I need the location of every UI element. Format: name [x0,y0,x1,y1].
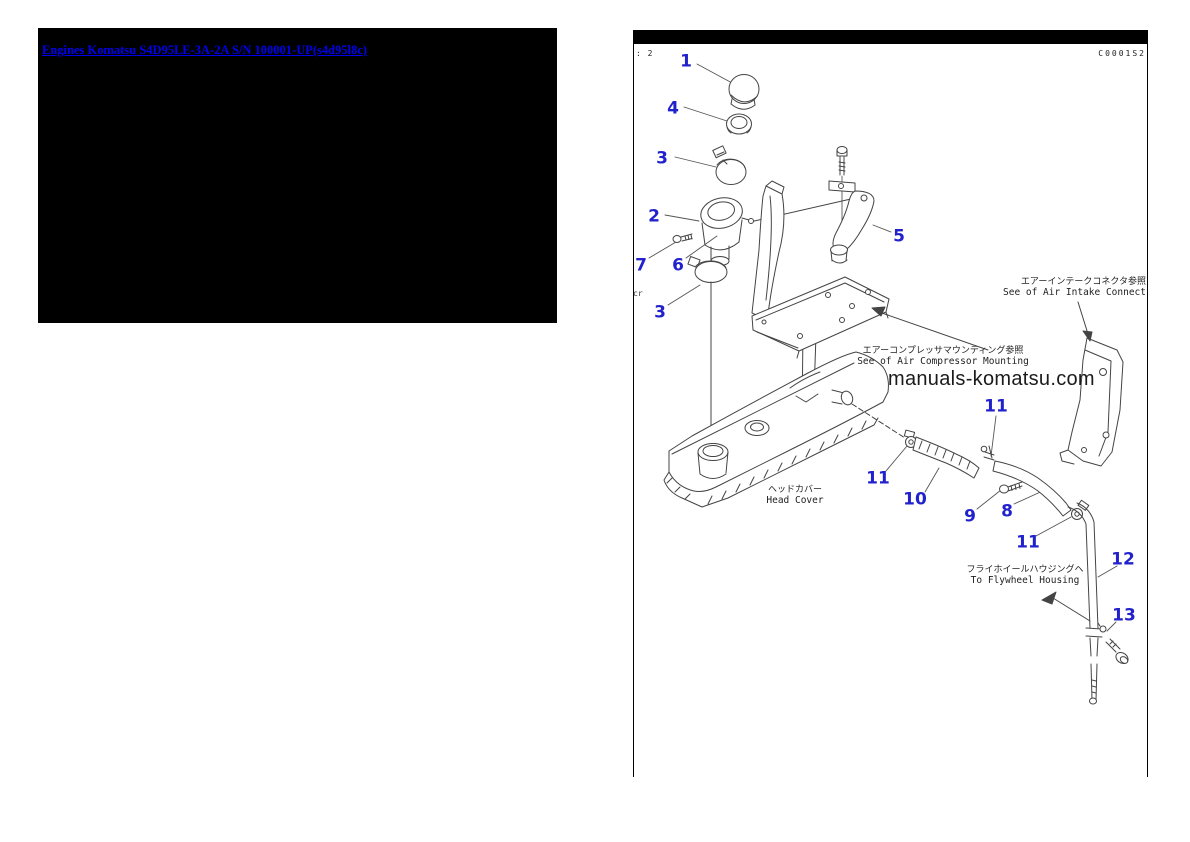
link-panel: Engines Komatsu S4D95LE-3A-2A S/N 100001… [38,28,557,323]
diagram-code: C0001S2 [1098,49,1146,58]
callout-9[interactable]: 9 [964,506,976,527]
callout-6[interactable]: 6 [672,255,684,276]
air-intake-bracket-part [1060,338,1123,466]
bolt-13-part [1106,639,1130,666]
air-intake-caption: エアーインテークコネクタ参照 See of Air Intake Connect [1003,276,1146,299]
clamp-11-mid-part [981,446,994,460]
callout-2[interactable]: 2 [648,206,660,227]
hose-clamp-lower-part [688,257,727,283]
diagram-right-border [1147,44,1148,777]
compressor-mounting-bracket-part [752,181,889,423]
callout-13[interactable]: 13 [1112,605,1136,626]
clip-part [1098,623,1106,632]
callout-11-right[interactable]: 11 [1016,532,1040,553]
compressor-caption-en: See of Air Compressor Mounting [857,356,1029,367]
flywheel-caption-jp: フライホイールハウジングヘ [966,564,1084,574]
diagram-top-bar [633,30,1148,44]
callout-8[interactable]: 8 [1001,501,1013,522]
compressor-caption: エアーコンプレッサマウンティング参照 See of Air Compressor… [843,345,1043,368]
callout-11-top[interactable]: 11 [984,396,1008,417]
callout-3-lower[interactable]: 3 [654,302,666,323]
head-cover-part [664,352,888,507]
callout-3-upper[interactable]: 3 [656,148,668,169]
pipe-12-part [1068,503,1102,704]
breather-cap-part [729,75,759,110]
seal-ring-part [727,114,752,134]
diagram-edge-text: cr [633,289,643,298]
callout-10[interactable]: 10 [903,489,927,510]
callout-5[interactable]: 5 [893,226,905,247]
compressor-caption-jp: エアーコンプレッサマウンティング参照 [862,345,1024,355]
head-cover-caption-jp: ヘッドカバー [767,484,822,494]
callout-4[interactable]: 4 [667,98,679,119]
diagram-left-border [633,44,634,777]
hose-10-part [913,437,979,478]
engine-model-link[interactable]: Engines Komatsu S4D95LE-3A-2A S/N 100001… [42,43,368,57]
hose-clamp-upper-part [713,146,746,185]
head-cover-caption-en: Head Cover [766,495,824,506]
flywheel-caption-en: To Flywheel Housing [970,575,1080,586]
hose-8-part [993,461,1071,516]
breather-body-part [698,194,754,265]
bracket-arm-part [829,147,874,264]
bolt-9-part [1000,482,1023,493]
air-intake-caption-en: See of Air Intake Connect [1003,287,1146,298]
callout-12[interactable]: 12 [1111,549,1135,570]
callout-11-left[interactable]: 11 [866,468,890,489]
compressor-label-arrow [872,307,988,350]
air-intake-label-arrow [1078,302,1092,341]
parts-diagram-drawing [633,44,1148,777]
air-intake-caption-jp: エアーインテークコネクタ参照 [1020,276,1146,286]
clamp-11-right-part [1072,500,1089,519]
flywheel-direction-arrow [1042,592,1090,621]
callout-7[interactable]: 7 [635,255,647,276]
site-watermark: manuals-komatsu.com [888,368,1095,390]
callout-1[interactable]: 1 [680,51,692,72]
diagram-header-left: : 2 [636,49,654,58]
hose-dash-leader [852,404,905,438]
flywheel-caption: フライホイールハウジングヘ To Flywheel Housing [950,564,1100,587]
head-cover-caption: ヘッドカバー Head Cover [745,484,845,507]
bolt-7-part [673,234,692,243]
